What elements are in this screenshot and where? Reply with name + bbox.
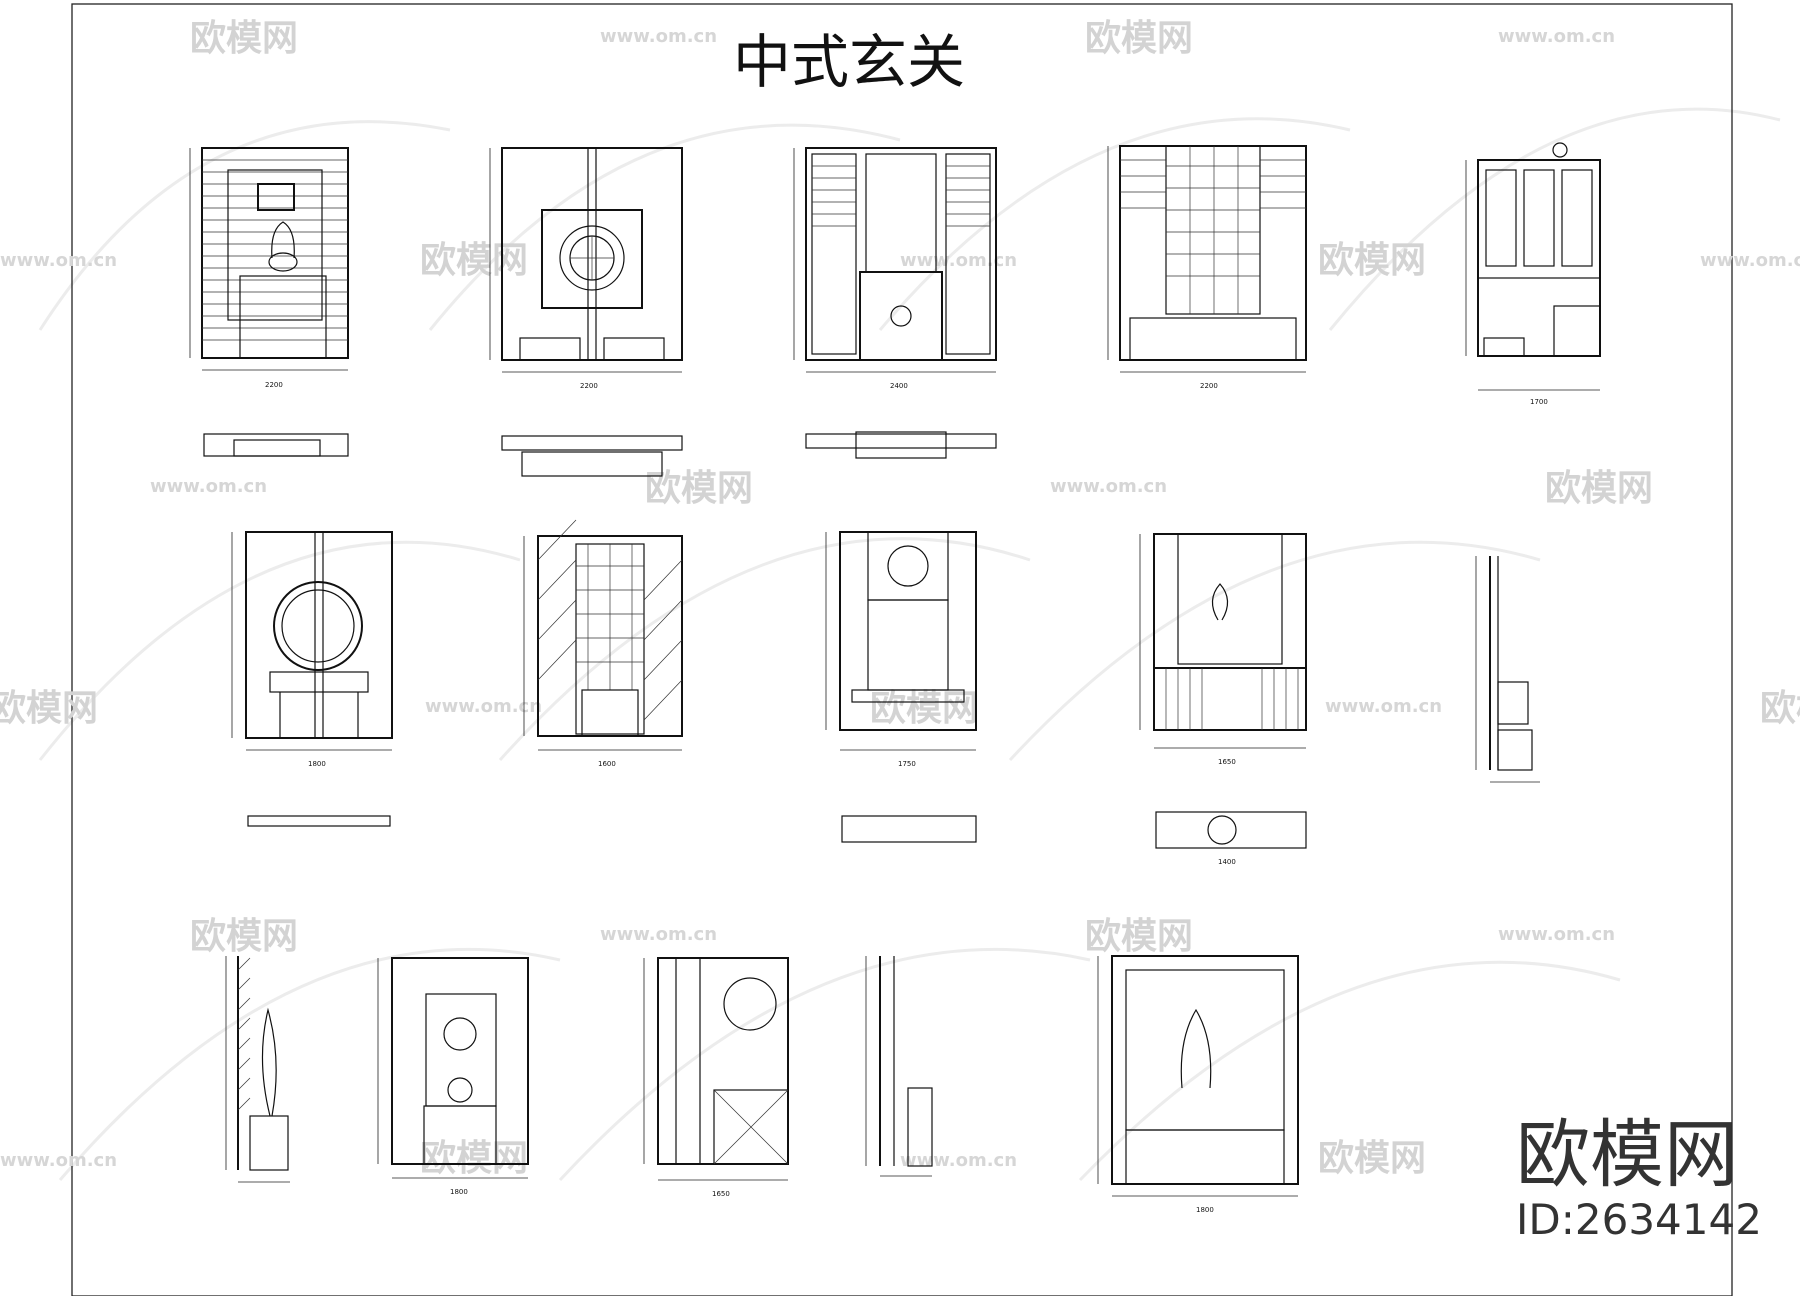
watermark-logo: 欧模网 [870,688,978,729]
elevation-7 [523,519,683,751]
elevation-1 [189,147,349,371]
watermark-url: www.om.cn [900,1150,1017,1171]
elevation-11 [225,956,290,1183]
watermark-url: www.om.cn [1050,476,1167,497]
watermark-url: www.om.cn [150,476,267,497]
dim-label: 2200 [580,382,598,390]
dim-label: 1700 [1530,398,1548,406]
dim-label: 1800 [1196,1206,1214,1214]
watermark-logo: 欧模网 [1318,240,1426,281]
elevation-9 [1139,533,1307,849]
watermark-logo: 欧模网 [1318,1138,1426,1179]
elevation-14 [865,956,933,1177]
elevation-3 [793,147,997,373]
dim-label: 1800 [308,760,326,768]
brand-name: 欧模网 [1516,1112,1738,1198]
dim-label: 2200 [1200,382,1218,390]
dim-label: 1650 [712,1190,730,1198]
watermark-logo: 欧模网 [1085,18,1193,59]
dim-label: 2200 [265,381,283,389]
background-arcs [38,107,1781,1182]
plan-1 [203,433,349,457]
elevation-2 [489,147,683,373]
watermark-url: www.om.cn [1325,696,1442,717]
elevation-13 [643,957,789,1181]
watermark-url-layer: www.om.cn www.om.cn www.om.cn www.om.cn … [0,26,1800,1171]
dimension-labels: 2200 2200 2400 2200 1700 1800 1600 1750 … [265,381,1548,1214]
watermark-url: www.om.cn [1498,924,1615,945]
watermark-logo: 欧模网 [190,916,298,957]
watermark-logo: 欧模网 [0,688,98,729]
dim-label: 1600 [598,760,616,768]
elevation-8 [825,531,977,843]
watermark-logo: 欧模网 [1760,688,1800,729]
elevation-12 [377,957,529,1179]
drawing-frame [71,3,1733,1296]
watermark-logo: 欧模网 [1545,468,1653,509]
watermark-logo: 欧模网 [420,1138,528,1179]
watermark-url: www.om.cn [600,26,717,47]
watermark-logo: 欧模网 [190,18,298,59]
watermark-logo: 欧模网 [1085,916,1193,957]
elevation-10 [1475,556,1540,783]
dim-label: 2400 [890,382,908,390]
watermark-logo: 欧模网 [420,240,528,281]
watermark-url: www.om.cn [1700,250,1800,271]
plan-2 [501,435,683,477]
elevation-4 [1107,145,1307,373]
watermark-logo: 欧模网 [645,468,753,509]
dim-label: 1750 [898,760,916,768]
watermark-url: www.om.cn [425,696,542,717]
brand-id: ID:2634142 [1516,1195,1762,1244]
watermark-url: www.om.cn [0,250,117,271]
elevation-6 [231,531,393,827]
dim-label: 1400 [1218,858,1236,866]
dim-label: 1650 [1218,758,1236,766]
dim-label: 1800 [450,1188,468,1196]
watermark-url: www.om.cn [900,250,1017,271]
elevation-5 [1465,142,1601,391]
plan-3 [805,431,997,459]
watermark-url: www.om.cn [0,1150,117,1171]
watermark-url: www.om.cn [600,924,717,945]
watermark-layer: 欧模网 欧模网 欧模网 欧模网 欧模网 欧模网 欧模网 欧模网 欧模网 欧模网 … [0,18,1800,1179]
watermark-url: www.om.cn [1498,26,1615,47]
drawing-title: 中式玄关 [733,28,965,96]
elevation-15 [1097,955,1299,1197]
